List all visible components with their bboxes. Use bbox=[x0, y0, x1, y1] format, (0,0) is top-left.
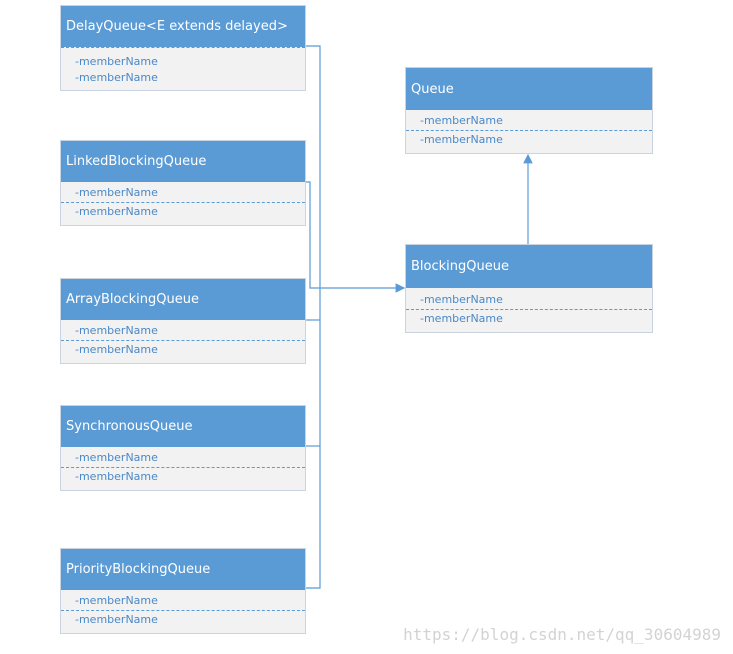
divider bbox=[406, 130, 652, 131]
class-name: ArrayBlockingQueue bbox=[61, 279, 305, 320]
member-field: -memberName bbox=[75, 324, 158, 337]
divider bbox=[61, 340, 305, 341]
class-name: PriorityBlockingQueue bbox=[61, 549, 305, 590]
class-blockingqueue: BlockingQueue -memberName -memberName bbox=[405, 244, 653, 333]
divider bbox=[61, 202, 305, 203]
member-field: -memberName bbox=[420, 114, 503, 127]
member-field: -memberName bbox=[75, 55, 158, 68]
class-linkedblockingqueue: LinkedBlockingQueue -memberName -memberN… bbox=[60, 140, 306, 226]
connector-linked bbox=[306, 181, 406, 293]
class-arrayblockingqueue: ArrayBlockingQueue -memberName -memberNa… bbox=[60, 278, 306, 364]
class-name: SynchronousQueue bbox=[61, 406, 305, 447]
divider bbox=[406, 309, 652, 310]
member-field: -memberName bbox=[75, 613, 158, 626]
member-field: -memberName bbox=[75, 205, 158, 218]
class-name: LinkedBlockingQueue bbox=[61, 141, 305, 182]
class-priorityblockingqueue: PriorityBlockingQueue -memberName -membe… bbox=[60, 548, 306, 634]
member-field: -memberName bbox=[75, 343, 158, 356]
member-field: -memberName bbox=[75, 594, 158, 607]
member-field: -memberName bbox=[420, 293, 503, 306]
member-field: -memberName bbox=[75, 451, 158, 464]
divider bbox=[61, 47, 305, 48]
member-field: -memberName bbox=[75, 71, 158, 84]
member-field: -memberName bbox=[75, 470, 158, 483]
divider bbox=[61, 467, 305, 468]
watermark-text: https://blog.csdn.net/qq_30604989 bbox=[403, 625, 721, 644]
class-name: BlockingQueue bbox=[406, 245, 652, 288]
member-field: -memberName bbox=[420, 312, 503, 325]
class-queue: Queue -memberName -memberName bbox=[405, 67, 653, 154]
divider bbox=[61, 610, 305, 611]
class-synchronousqueue: SynchronousQueue -memberName -memberName bbox=[60, 405, 306, 491]
class-name: Queue bbox=[406, 68, 652, 110]
bracket-delayqueue bbox=[306, 45, 321, 589]
class-name: DelayQueue<E extends delayed> bbox=[61, 6, 305, 47]
member-field: -memberName bbox=[420, 133, 503, 146]
class-delayqueue: DelayQueue<E extends delayed> -memberNam… bbox=[60, 5, 306, 91]
member-field: -memberName bbox=[75, 186, 158, 199]
